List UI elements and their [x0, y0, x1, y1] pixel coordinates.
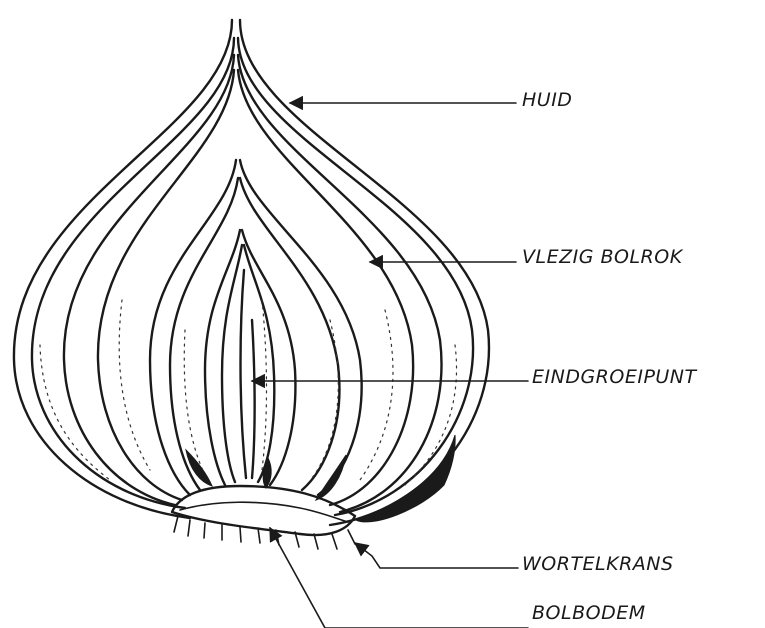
fleshy-scales-left	[64, 55, 242, 505]
growing-point	[241, 270, 255, 478]
label-wortelkrans: WORTELKRANS	[522, 553, 674, 575]
fleshy-scales-right	[238, 55, 442, 512]
label-eindgroeipunt: EINDGROEIPUNT	[532, 366, 697, 388]
leader-wortelkrans	[355, 543, 518, 568]
label-bolbodem: BOLBODEM	[532, 602, 646, 624]
label-huid: HUID	[522, 89, 572, 111]
root-crown	[174, 516, 355, 549]
label-vlezig-bolrok: VLEZIG BOLROK	[522, 246, 683, 268]
leader-lines	[252, 103, 528, 628]
leader-bolbodem	[270, 528, 528, 628]
